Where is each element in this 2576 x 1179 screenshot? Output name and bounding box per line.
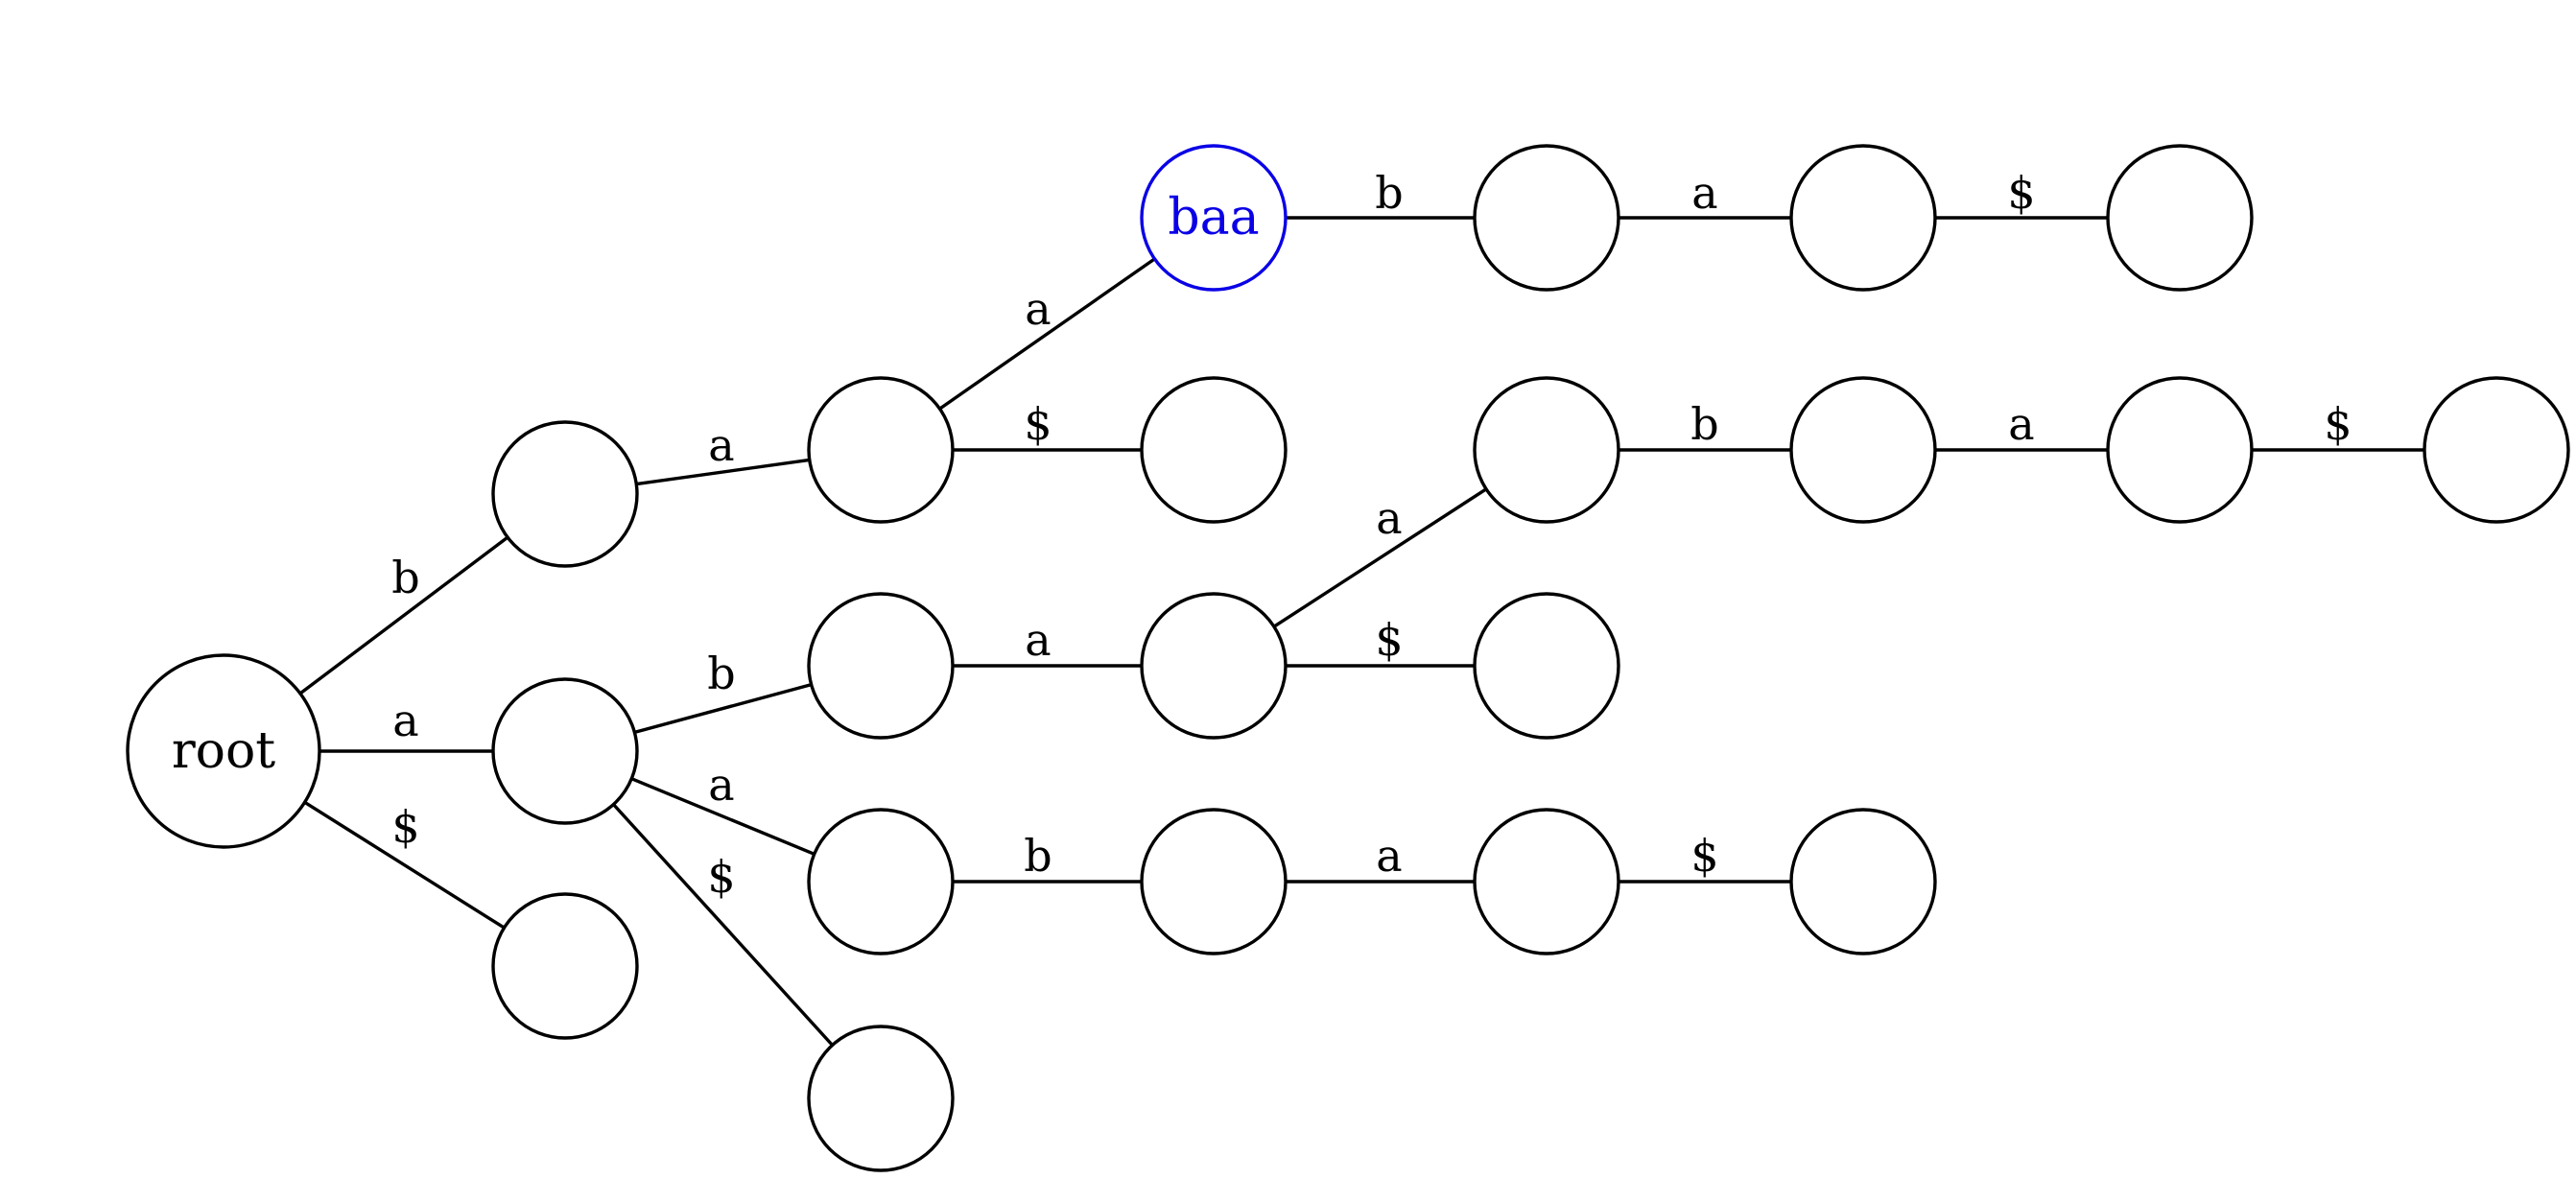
edge-n_a-n_aa xyxy=(630,777,815,856)
edge-label: b xyxy=(1375,167,1403,219)
edge-root-n_root_end xyxy=(303,800,506,930)
trie-node xyxy=(491,892,639,1040)
edge-label: a xyxy=(1025,614,1051,666)
trie-node xyxy=(1473,808,1620,955)
trie-node xyxy=(807,1025,955,1172)
edge-label: $ xyxy=(1024,398,1052,450)
edge-n_ba-n_baa xyxy=(938,257,1156,411)
trie-node xyxy=(807,592,955,740)
edge-label: $ xyxy=(1690,830,1718,882)
edge-label: $ xyxy=(2007,167,2035,219)
node-label: baa xyxy=(1168,189,1259,247)
trie-node xyxy=(1789,376,1937,524)
trie-node xyxy=(807,376,955,524)
edge-label: a xyxy=(708,759,734,811)
edge-n_a-n_a_end xyxy=(612,803,834,1047)
edge-label: $ xyxy=(2324,398,2351,450)
edge-n_b-n_ba xyxy=(636,458,810,486)
edge-label: b xyxy=(391,552,419,603)
edge-label: a xyxy=(708,419,734,471)
trie-node xyxy=(491,677,639,825)
edge-label: $ xyxy=(707,851,735,903)
trie-node xyxy=(1789,808,1937,955)
trie-node xyxy=(1473,376,1620,524)
trie-node xyxy=(2106,376,2254,524)
edge-label: b xyxy=(1690,398,1718,450)
trie-node xyxy=(807,808,955,955)
edge-root-n_b xyxy=(298,535,509,696)
trie-node xyxy=(1140,376,1288,524)
edge-n_a-n_ab xyxy=(633,682,813,735)
edge-label: a xyxy=(1376,492,1402,544)
root-node xyxy=(126,653,321,849)
edge-label: a xyxy=(2008,398,2034,450)
trie-node xyxy=(1140,592,1288,740)
trie-node xyxy=(2106,144,2254,292)
trie-node xyxy=(1473,144,1620,292)
edge-label: a xyxy=(392,695,418,746)
trie-node xyxy=(1473,592,1620,740)
edge-label: $ xyxy=(391,801,419,853)
highlighted-node xyxy=(1140,144,1288,292)
trie-node xyxy=(2422,376,2570,524)
root-node-label: root xyxy=(172,722,275,780)
edge-label: a xyxy=(1691,167,1717,219)
edges-layer xyxy=(298,216,2424,1047)
trie-node xyxy=(1140,808,1288,955)
trie-node xyxy=(491,420,639,568)
edge-label: b xyxy=(1024,830,1052,882)
edge-n_aba-n_abaa xyxy=(1272,487,1488,628)
edge-label: $ xyxy=(1375,614,1403,666)
edge-label: a xyxy=(1025,283,1051,335)
trie-node xyxy=(1789,144,1937,292)
edge-label: b xyxy=(707,648,735,699)
edge-label: a xyxy=(1376,830,1402,882)
